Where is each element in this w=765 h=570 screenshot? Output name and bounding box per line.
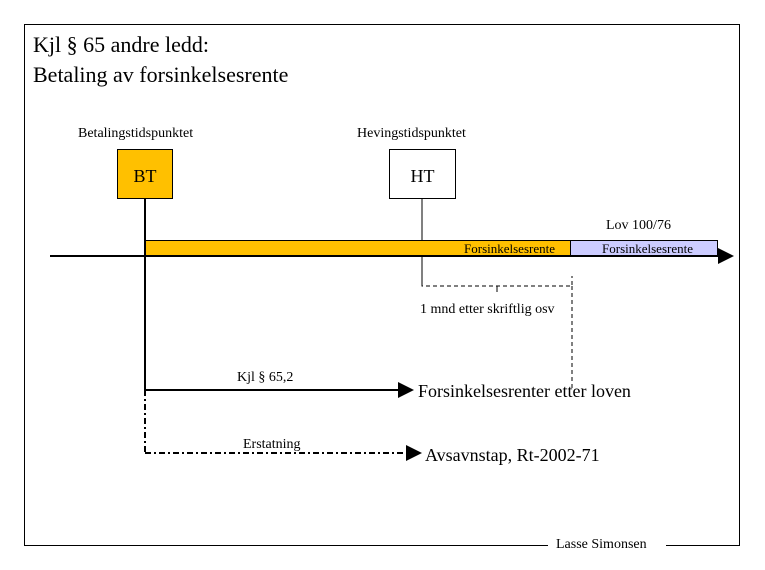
- forsinkelsesrente-orange-bar: Forsinkelsesrente: [145, 240, 572, 256]
- erstatning-result-text: Avsavnstap, Rt-2002-71: [425, 445, 600, 465]
- bt-box: BT: [117, 149, 173, 199]
- ht-box-label: HT: [410, 166, 435, 186]
- betalingstidspunktet-label: Betalingstidspunktet: [78, 126, 194, 141]
- hevingstidspunktet-label: Hevingstidspunktet: [357, 126, 466, 141]
- ht-box: HT: [389, 149, 456, 199]
- title-line-2: Betaling av forsinkelsesrente: [33, 62, 289, 87]
- bracket-label: 1 mnd etter skriftlig osv: [420, 302, 555, 317]
- kjl-label: Kjl § 65,2: [237, 370, 294, 385]
- month-bracket: [421, 276, 573, 287]
- footer-author: Lasse Simonsen: [556, 537, 647, 552]
- lov-label: Lov 100/76: [606, 218, 671, 233]
- kjl-result-text: Forsinkelsesrenter etter loven: [418, 381, 631, 401]
- erstatning-label: Erstatning: [243, 437, 301, 452]
- footer-gap: [548, 540, 666, 554]
- orange-bar-label: Forsinkelsesrente: [464, 241, 555, 256]
- forsinkelsesrente-blue-bar: Forsinkelsesrente: [570, 240, 718, 256]
- blue-bar-label: Forsinkelsesrente: [602, 241, 693, 256]
- slide-frame: [24, 24, 740, 546]
- slide-title: Kjl § 65 andre ledd: Betaling av forsink…: [33, 30, 288, 90]
- bt-box-label: BT: [133, 166, 157, 186]
- title-line-1: Kjl § 65 andre ledd:: [33, 32, 209, 57]
